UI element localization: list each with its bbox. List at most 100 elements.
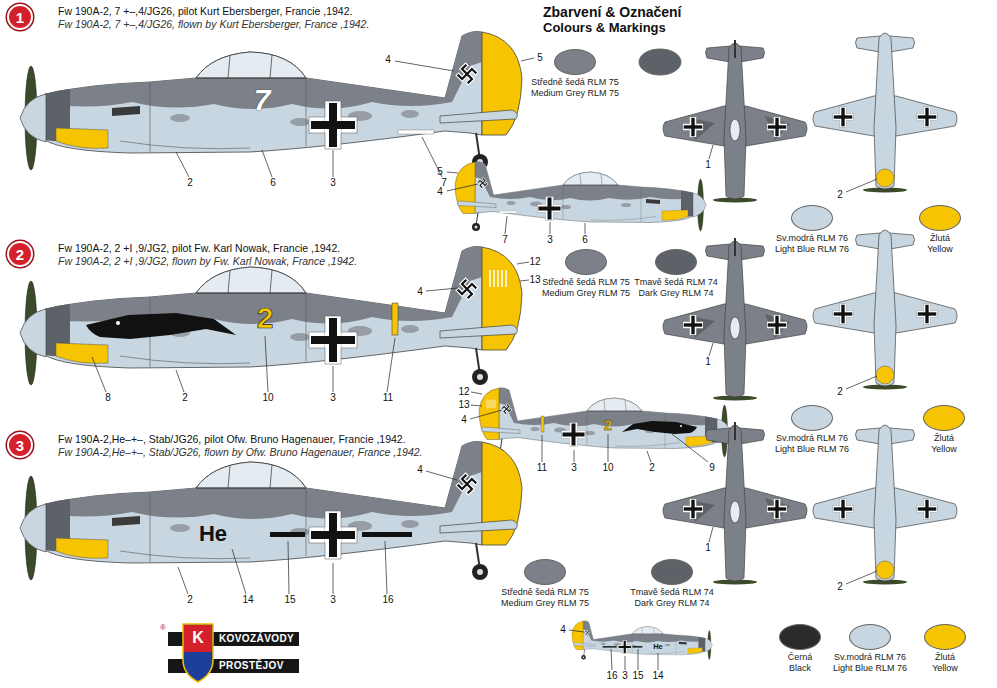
callout-number: 13 bbox=[529, 274, 540, 286]
color-swatch bbox=[651, 559, 693, 585]
color-swatch bbox=[655, 249, 697, 275]
aircraft-marking: He bbox=[653, 643, 663, 651]
color-swatch bbox=[919, 205, 961, 231]
color-swatch bbox=[554, 49, 596, 75]
callout-number: 12 bbox=[529, 256, 540, 268]
profile-badge: 1 bbox=[7, 4, 33, 30]
color-swatch bbox=[779, 624, 821, 650]
legend-text: Středně šedá RLM 75 Medium Grey RLM 75 bbox=[528, 77, 623, 99]
badge-number: 2 bbox=[16, 247, 24, 262]
callout-number: 14 bbox=[652, 670, 663, 682]
callout-number: 14 bbox=[242, 594, 253, 606]
callout-number: 16 bbox=[382, 594, 393, 606]
callout-number: 3 bbox=[330, 594, 336, 606]
leader-lines bbox=[92, 58, 877, 670]
logo-shield-top bbox=[184, 625, 212, 652]
callout-number: 2 bbox=[837, 189, 843, 201]
callout-number: 1 bbox=[705, 356, 711, 368]
logo-text: PROSTĚJOV bbox=[214, 659, 299, 673]
callout-number: 3 bbox=[547, 234, 553, 246]
subtitle: Colours & Markings bbox=[543, 21, 666, 36]
callout-number: 2 bbox=[837, 581, 843, 593]
callout-number: 9 bbox=[709, 462, 715, 474]
legend-text: Žlutá Yellow bbox=[924, 433, 964, 455]
legend-text: Středně šedá RLM 75 Medium Grey RLM 75 bbox=[539, 277, 634, 299]
legend-text: Černá Black bbox=[778, 652, 822, 674]
legend-text: Sv.modrá RLM 76 Light Blue RLM 76 bbox=[772, 433, 852, 455]
aircraft-marking: 2 bbox=[257, 303, 274, 333]
callout-number: 2 bbox=[837, 386, 843, 398]
legend-text: Sv.modrá RLM 76 Light Blue RLM 76 bbox=[830, 652, 910, 674]
side-profile-main bbox=[20, 32, 522, 171]
legend-text: Středně šedá RLM 75 Medium Grey RLM 75 bbox=[498, 587, 593, 609]
top-view bbox=[663, 40, 807, 203]
callout-number: 7 bbox=[502, 234, 508, 246]
callout-number: 3 bbox=[330, 392, 336, 404]
callout-number: 1 bbox=[705, 542, 711, 554]
callout-number: 3 bbox=[622, 670, 628, 682]
registered-mark: ® bbox=[160, 624, 166, 632]
badge-number: 3 bbox=[16, 438, 24, 453]
profile-badge: 3 bbox=[7, 432, 33, 458]
color-swatch bbox=[565, 249, 607, 275]
side-profile-small bbox=[479, 388, 730, 457]
callout-number: 11 bbox=[537, 462, 547, 474]
profile-heading-english: Fw 190A-2,He–+–, Stab/JG26, flown by Ofw… bbox=[58, 446, 423, 458]
callout-number: 12 bbox=[458, 386, 469, 398]
logo-shield bbox=[183, 624, 213, 682]
callout-number: 5 bbox=[437, 166, 443, 178]
legend-text: Sv.modrá RLM 76 Light Blue RLM 76 bbox=[772, 233, 852, 255]
aircraft-marking: He bbox=[199, 523, 227, 545]
profile-heading: Fw 190A-2,He–+–, Stab/JG26, pilot Ofw. B… bbox=[58, 433, 406, 445]
callout-number: 2 bbox=[187, 177, 193, 189]
profile-heading-english: Fw 190A-2, 7 +–,4/JG26, flown by Kurt Eb… bbox=[58, 18, 369, 30]
callout-number: 4 bbox=[417, 464, 423, 476]
color-swatch bbox=[639, 49, 681, 75]
color-swatch bbox=[524, 559, 566, 585]
callout-number: 10 bbox=[602, 462, 613, 474]
callout-number: 1 bbox=[705, 159, 711, 171]
under-view bbox=[813, 33, 957, 193]
legend-text: Žlutá Yellow bbox=[920, 233, 960, 255]
badge-number: 1 bbox=[16, 10, 24, 25]
aircraft-marking: 2 bbox=[604, 417, 612, 432]
callout-number: 10 bbox=[262, 392, 273, 404]
callout-number: 15 bbox=[632, 670, 643, 682]
callout-number: 16 bbox=[606, 670, 617, 682]
logo-text: KOVOZÁVODY bbox=[214, 632, 299, 646]
profile-heading: Fw 190A-2, 2 +I ,9/JG2, pilot Fw. Karl N… bbox=[58, 242, 340, 254]
callout-number: 13 bbox=[458, 399, 469, 411]
side-profile-small bbox=[572, 621, 713, 660]
callout-number: 2 bbox=[649, 462, 655, 474]
color-swatch bbox=[791, 205, 833, 231]
profile-heading-english: Fw 190A-2, 2 +I ,9/JG2, flown by Fw. Kar… bbox=[58, 255, 357, 267]
chart-title: Zbarvení & Označení bbox=[543, 4, 681, 20]
side-profile-main bbox=[20, 442, 522, 581]
side-profile-main bbox=[20, 247, 522, 386]
side-profile-small bbox=[455, 162, 706, 231]
color-swatch bbox=[923, 405, 965, 431]
legend-text: Tmavě šedá RLM 74 Dark Grey RLM 74 bbox=[627, 587, 717, 609]
color-swatch bbox=[791, 405, 833, 431]
color-swatch bbox=[849, 624, 891, 650]
callout-number: 3 bbox=[330, 177, 336, 189]
logo-mark bbox=[168, 624, 218, 682]
color-swatch bbox=[924, 624, 966, 650]
callout-number: 6 bbox=[582, 234, 588, 246]
callout-number: 2 bbox=[187, 594, 193, 606]
callout-number: 5 bbox=[537, 52, 543, 64]
profile-badge: 2 bbox=[7, 241, 33, 267]
logo-box: KOVOZÁVODY PROSTĚJOV bbox=[214, 632, 299, 673]
callout-number: 4 bbox=[461, 414, 467, 426]
callout-number: 4 bbox=[560, 624, 566, 636]
callout-number: 8 bbox=[105, 392, 111, 404]
callout-number: 2 bbox=[182, 392, 188, 404]
callout-number: 3 bbox=[571, 462, 577, 474]
callout-number: 11 bbox=[383, 392, 393, 404]
callout-number: 6 bbox=[270, 177, 276, 189]
logo-letter: K bbox=[192, 630, 204, 646]
legend-text: Žlutá Yellow bbox=[925, 652, 965, 674]
callout-number: 4 bbox=[385, 54, 391, 66]
